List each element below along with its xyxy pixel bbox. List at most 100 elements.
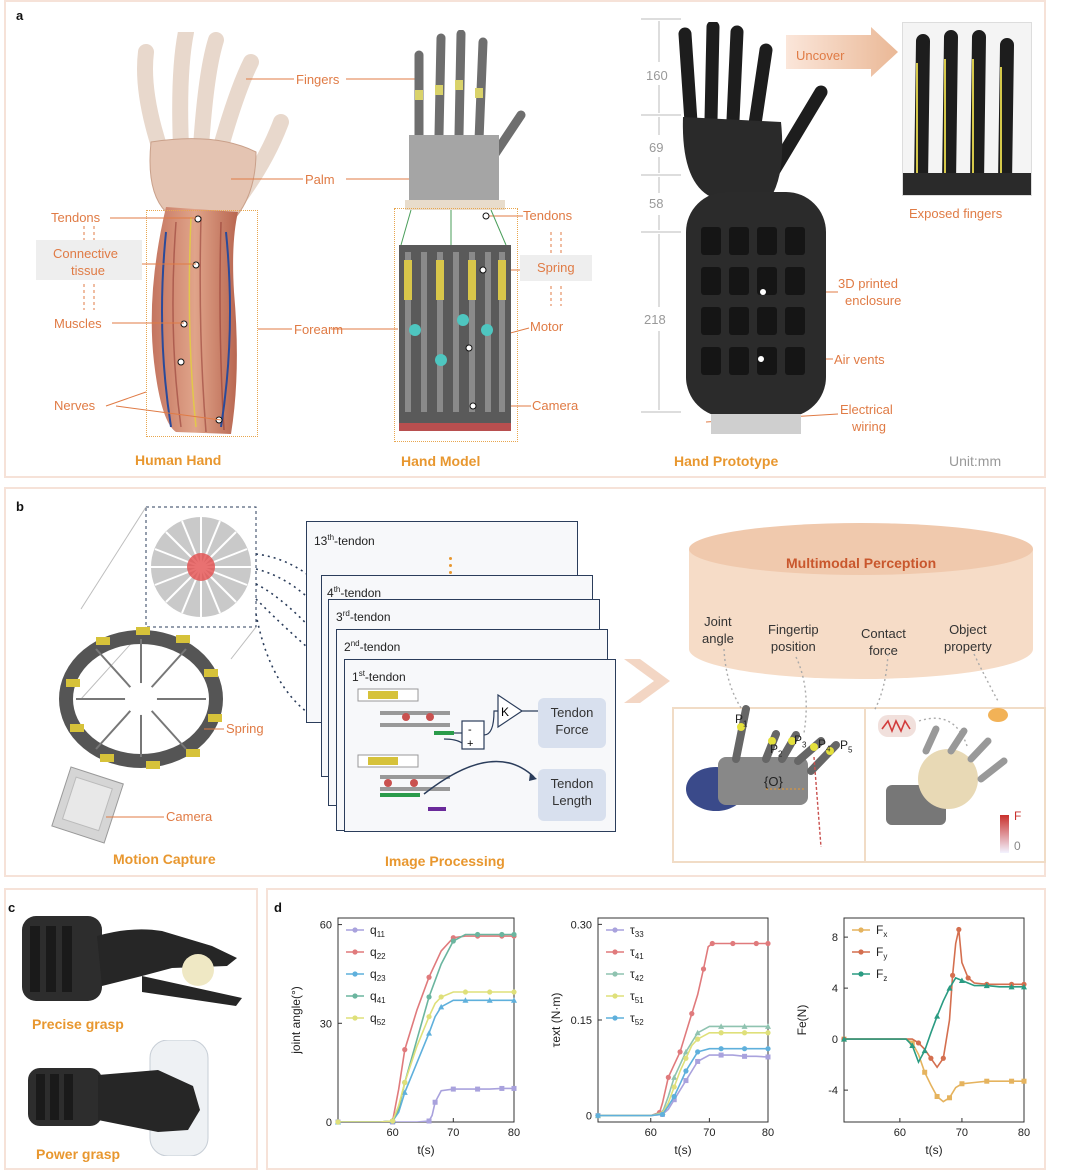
data-point	[402, 1047, 408, 1053]
perception-cylinder	[689, 523, 1033, 679]
y-tick-label: 8	[832, 932, 838, 944]
data-point	[965, 975, 971, 981]
data-point	[671, 1084, 677, 1090]
panel-c-label: c	[8, 900, 16, 915]
legend-label: τ52	[630, 1011, 644, 1027]
data-point	[677, 1049, 683, 1055]
data-point	[958, 977, 965, 983]
uncover-label: Uncover	[796, 48, 845, 63]
data-point	[741, 1030, 748, 1036]
precise-grasp-photo	[22, 916, 242, 1006]
data-point	[718, 1052, 724, 1058]
connective-tissue-box	[36, 240, 142, 280]
x-axis-label: t(s)	[674, 1143, 691, 1157]
p3-label: P3	[794, 733, 807, 750]
x-tick-label: 60	[386, 1127, 398, 1139]
palm-label: Palm	[305, 172, 335, 187]
p5-label: P5	[840, 738, 853, 755]
data-point	[921, 1047, 928, 1054]
series-line	[844, 929, 1024, 1069]
data-point	[909, 1042, 916, 1048]
data-point	[486, 997, 493, 1003]
y-axis-label: joint angle(°)	[289, 986, 303, 1055]
y-tick-label: 0.15	[571, 1015, 592, 1027]
data-point	[934, 1094, 940, 1099]
plot-frame	[597, 917, 769, 1123]
legend-label: τ33	[630, 923, 644, 939]
legend-marker	[612, 993, 618, 999]
series-line	[844, 1038, 1024, 1103]
x-tick-label: 60	[645, 1127, 657, 1139]
x-tick-label: 80	[508, 1127, 520, 1139]
data-point	[683, 1078, 689, 1084]
data-point	[682, 1048, 689, 1055]
tendon-1-label: 1st-tendon	[352, 669, 406, 684]
y-tick-label: -4	[828, 1085, 838, 1097]
exposed-fingers-label: Exposed fingers	[909, 206, 1003, 221]
data-point	[730, 940, 736, 947]
legend-label: q11	[370, 923, 386, 939]
legend-label: q41	[370, 989, 386, 1005]
plot-frame	[337, 917, 515, 1123]
y-tick-label: 0	[832, 1034, 838, 1046]
legend-label: q22	[370, 945, 386, 961]
image-processing-caption: Image Processing	[385, 853, 505, 869]
data-point	[401, 1089, 408, 1095]
data-point	[462, 997, 469, 1003]
data-point	[1008, 983, 1015, 990]
panel-a: a Fingers Palm Tendons Connective tissue…	[4, 0, 1046, 478]
data-point	[940, 1055, 946, 1061]
x-tick-label: 70	[703, 1127, 715, 1139]
dim-69: 69	[649, 140, 664, 155]
force-scale-top: F	[1014, 809, 1022, 823]
data-point	[959, 1081, 965, 1087]
y-tick-label: 0	[326, 1117, 332, 1129]
data-point	[402, 1079, 408, 1086]
data-point	[432, 1099, 438, 1105]
panel-b: b Spring Camera	[4, 487, 1046, 877]
data-point	[683, 1068, 689, 1074]
y-axis-label: τext (N·m)	[549, 993, 563, 1048]
hand-model-caption: Hand Model	[401, 453, 481, 469]
legend-marker	[858, 971, 864, 977]
uncover-arrow	[786, 27, 898, 77]
legend-marker	[858, 949, 864, 955]
wiring-label-1: Electrical	[840, 402, 893, 417]
series-line	[598, 1047, 768, 1117]
panel-b-label: b	[16, 499, 24, 514]
power-grasp-caption: Power grasp	[36, 1146, 121, 1162]
plot-frame	[843, 917, 1025, 1123]
p1-label: P1	[735, 712, 748, 729]
data-point	[765, 1054, 771, 1060]
data-point	[475, 1086, 481, 1092]
data-point	[511, 1085, 517, 1091]
data-point	[765, 1030, 771, 1036]
dimension-ruler	[641, 18, 681, 413]
legend-label: τ42	[630, 967, 644, 983]
muscles-label: Muscles	[54, 316, 102, 331]
tendons-label-human: Tendons	[51, 210, 101, 225]
data-point	[511, 989, 517, 995]
data-point	[426, 994, 432, 1000]
data-point	[665, 1074, 671, 1080]
series-line	[338, 1087, 514, 1122]
series-line	[338, 999, 514, 1122]
unit-label: Unit:mm	[949, 453, 1002, 469]
y-axis-label: Fe(N)	[795, 1005, 809, 1036]
tendon-13-label: 13th-tendon	[314, 533, 375, 548]
p4-label: P4	[818, 737, 831, 754]
image-processing-diagram: - + K	[357, 688, 544, 811]
x-axis-label: t(s)	[417, 1143, 434, 1157]
data-point	[335, 1119, 341, 1125]
data-point	[700, 966, 707, 972]
perception-title: Multimodal Perception	[786, 555, 937, 571]
data-point	[718, 1030, 724, 1036]
data-point	[462, 989, 469, 995]
ellipsis-dots	[449, 557, 453, 574]
power-grasp-photo	[28, 1040, 209, 1156]
